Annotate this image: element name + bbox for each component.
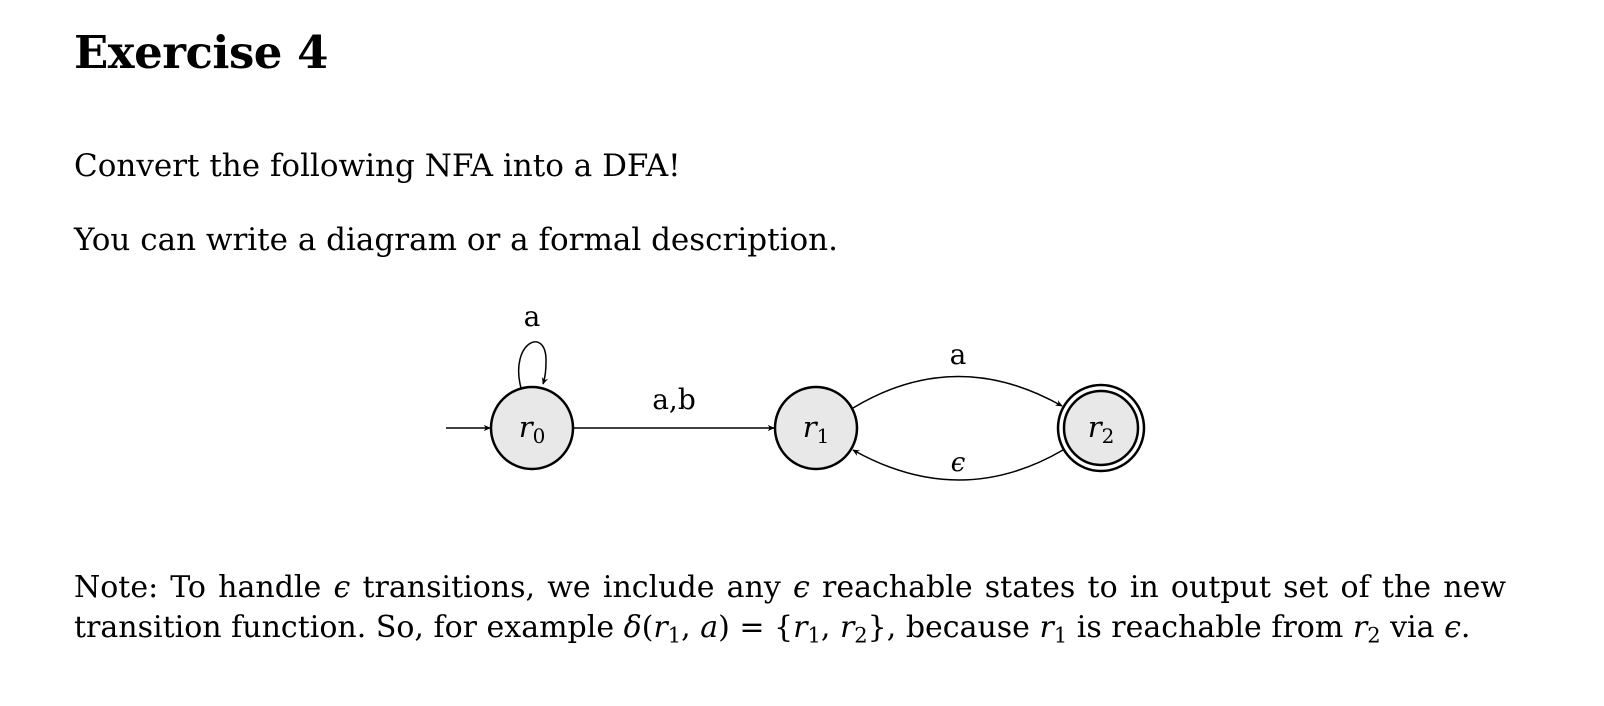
edge-label-r0-r0: a: [524, 300, 541, 333]
edge-r1-r2: [852, 375, 1063, 409]
instruction-text: Convert the following NFA into a DFA!: [74, 148, 681, 184]
exercise-title: Exercise 4: [74, 26, 328, 79]
svg-text:r1: r1: [803, 410, 830, 448]
hint-text: You can write a diagram or a formal desc…: [74, 222, 838, 258]
state-ref-r1: r1: [1039, 610, 1068, 648]
edge-r0-r0: [518, 341, 548, 389]
state-r1: r1: [773, 385, 859, 471]
edge-r2-r1: [852, 449, 1064, 481]
note-paragraph: Note:To handle ϵ transitions, we include…: [74, 570, 1507, 648]
svg-text:r2: r2: [1088, 410, 1115, 448]
edge-label-r0-r1: a,b: [652, 383, 696, 416]
svg-text:r0: r0: [519, 410, 546, 448]
state-r0: r0: [489, 385, 575, 471]
state-ref-r2: r2: [1352, 610, 1381, 648]
epsilon-symbol: ϵ: [333, 570, 351, 605]
epsilon-symbol: ϵ: [1444, 610, 1461, 645]
transition-formula: δ(r1, a) = {r1, r2}: [623, 610, 887, 648]
state-r2: r2: [1056, 383, 1146, 473]
epsilon-symbol: ϵ: [793, 570, 810, 605]
edge-label-r1-r2: a: [950, 338, 967, 371]
edge-label-r2-r1: ϵ: [951, 448, 966, 478]
note-label: Note:: [74, 570, 159, 605]
